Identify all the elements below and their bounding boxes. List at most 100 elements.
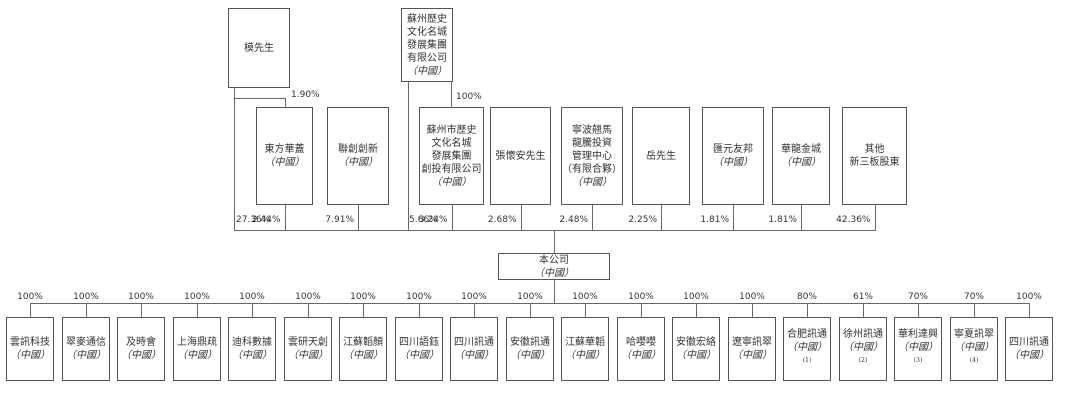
mo-direct-line xyxy=(234,88,235,231)
entity-name-line: 四川訊通 xyxy=(454,337,494,348)
entity-name-line: 及時會 xyxy=(126,337,156,348)
entity-jurisdiction: （中國） xyxy=(121,350,161,361)
subsidiary-ownership-percentage: 100% xyxy=(350,292,376,302)
subsidiary-box: 雲研天創（中國） xyxy=(284,317,332,381)
subsidiary-ownership-percentage: 100% xyxy=(406,292,432,302)
entity-name-line: 翠麥通信 xyxy=(66,337,106,348)
shareholder-yue: 岳先生 xyxy=(632,107,690,205)
subsidiary-ownership-percentage: 100% xyxy=(739,292,765,302)
entity-name-line: 本公司 xyxy=(539,254,569,266)
entity-name-line: 創投有限公司 xyxy=(421,163,482,175)
entity-jurisdiction: （中國） xyxy=(338,157,378,168)
entity-jurisdiction: （中國） xyxy=(676,350,716,361)
entity-jurisdiction: （中國） xyxy=(232,350,272,361)
entity-name-line: 遼寧訊翠 xyxy=(732,337,772,348)
subsidiary-ownership-percentage: 100% xyxy=(17,292,43,302)
shareholder-zhang: 張懷安先生 xyxy=(490,107,551,205)
subsidiary-drop-line xyxy=(474,303,475,318)
ownership-percentage: 1.81% xyxy=(768,215,797,225)
shareholder-bus-line xyxy=(234,230,876,231)
ownership-percentage: 7.91% xyxy=(325,215,354,225)
subsidiary-box: 四川訊通（中國） xyxy=(450,317,498,381)
ownership-percentage: 1.81% xyxy=(700,215,729,225)
subsidiary-box: 安徽宏絡 （中國） xyxy=(672,317,720,381)
entity-name-line: 發展集團 xyxy=(407,39,447,51)
subsidiary-box: 安徽訊通（中國） xyxy=(506,317,554,381)
entity-name-line: 發展集團 xyxy=(431,150,472,162)
ownership-percentage: 2.48% xyxy=(559,215,588,225)
entity-jurisdiction: （中國） xyxy=(621,350,661,361)
entity-name-line: 岳先生 xyxy=(646,150,676,162)
subsidiary-box: 遼寧訊翠 （中國） xyxy=(728,317,776,381)
entity-name-line: 安徽訊通 xyxy=(510,337,550,348)
mo-to-dongfang-line xyxy=(285,98,286,108)
subsidiary-drop-line xyxy=(752,303,753,318)
entity-name-line: 龍騰投資 xyxy=(572,137,612,149)
entity-jurisdiction: （中國）(2) xyxy=(843,341,883,364)
entity-name-line: 有限公司 xyxy=(407,52,447,64)
entity-name-line: 上海鼎疏 xyxy=(177,337,217,348)
entity-name-line: 聯創創新 xyxy=(338,144,378,155)
entity-name-line: 哈嚶嚶 xyxy=(626,337,656,348)
subsidiary-drop-line xyxy=(863,303,864,318)
subsidiary-box: 徐州訊通（中國）(2) xyxy=(839,317,887,381)
entity-jurisdiction: （中國） xyxy=(343,350,383,361)
ownership-percentage: 5.66% xyxy=(409,215,438,225)
subsidiary-ownership-percentage: 100% xyxy=(73,292,99,302)
subsidiary-box: 合肥訊通（中國）(1) xyxy=(783,317,831,381)
shareholder-mo: 模先生 xyxy=(228,8,290,88)
shareholder-dongfang: 東方華蓋（中國） xyxy=(256,107,313,205)
entity-jurisdiction: （中國） xyxy=(177,350,217,361)
ownership-percentage: 27.36% xyxy=(236,215,271,225)
shareholder-huiyuan: 匯元友邦 （中國） xyxy=(702,107,764,205)
subsidiary-drop-line xyxy=(419,303,420,318)
subsidiary-drop-line xyxy=(918,303,919,318)
subsidiary-ownership-percentage: 70% xyxy=(963,292,984,302)
subsidiary-box: 迪科數據 （中國） xyxy=(228,317,276,381)
subsidiary-box: 上海鼎疏 （中國） xyxy=(173,317,221,381)
subsidiary-drop-line xyxy=(807,303,808,318)
entity-name-line: 其他 xyxy=(864,144,885,155)
subsidiary-box: 江蘇韜顏（中國） xyxy=(339,317,387,381)
ownership-percentage: 42.36% xyxy=(836,215,871,225)
entity-name-line: 雲研天創 xyxy=(288,337,328,348)
entity-jurisdiction: （中國） xyxy=(534,267,574,279)
entity-jurisdiction: （中國）(4) xyxy=(954,341,994,364)
subsidiary-drop-line xyxy=(252,303,253,318)
ownership-percentage: 2.44% xyxy=(251,215,281,225)
subsidiary-ownership-percentage: 70% xyxy=(907,292,928,302)
entity-jurisdiction: （中國） xyxy=(732,350,772,361)
footnote-marker: (1) xyxy=(802,356,812,364)
subsidiary-box: 雲訊科技（中國） xyxy=(6,317,54,381)
shareholder-lianchuang: 聯創創新 （中國） xyxy=(327,107,389,205)
group-direct-line xyxy=(408,82,409,231)
group-to-invest-line xyxy=(451,82,452,108)
subsidiary-ownership-percentage: 100% xyxy=(1016,292,1042,302)
connector-line xyxy=(358,205,359,231)
entity-name-line: 迪科數據 xyxy=(232,337,272,348)
shareholder-suzhou-group: 蘇州歷史文化名城發展集團有限公司（中國） xyxy=(401,8,453,82)
subsidiary-drop-line xyxy=(585,303,586,318)
subsidiary-box: 及時會 （中國） xyxy=(117,317,165,381)
entity-jurisdiction: （中國） xyxy=(565,350,605,361)
ownership-percentage: 100% xyxy=(456,92,482,102)
entity-name-line: 張懷安先生 xyxy=(495,150,546,162)
connector-line xyxy=(520,205,522,231)
entity-name-line: 匯元友邦 xyxy=(713,144,753,155)
subsidiary-drop-line xyxy=(530,303,531,318)
entity-jurisdiction: （中國） xyxy=(399,350,439,361)
entity-name-line: 雲訊科技 xyxy=(10,337,50,348)
entity-jurisdiction: （中國） xyxy=(713,157,753,168)
entity-jurisdiction: （中國） xyxy=(264,157,305,168)
entity-name-line: 新三板股東 xyxy=(849,157,900,168)
subsidiary-drop-line xyxy=(308,303,309,318)
subsidiary-box: 寧夏訊翠（中國）(4) xyxy=(950,317,998,381)
entity-name-line: 安徽宏絡 xyxy=(676,337,716,348)
subsidiary-drop-line xyxy=(197,303,198,318)
entity-name-line: （有限合夥） xyxy=(562,163,622,175)
subsidiary-box: 四川訊通（中國） xyxy=(1005,317,1053,381)
subsidiary-ownership-percentage: 61% xyxy=(852,292,873,302)
connector-line xyxy=(451,205,453,231)
entity-name-line: 管理中心 xyxy=(572,150,612,162)
subsidiary-drop-line xyxy=(86,303,87,318)
